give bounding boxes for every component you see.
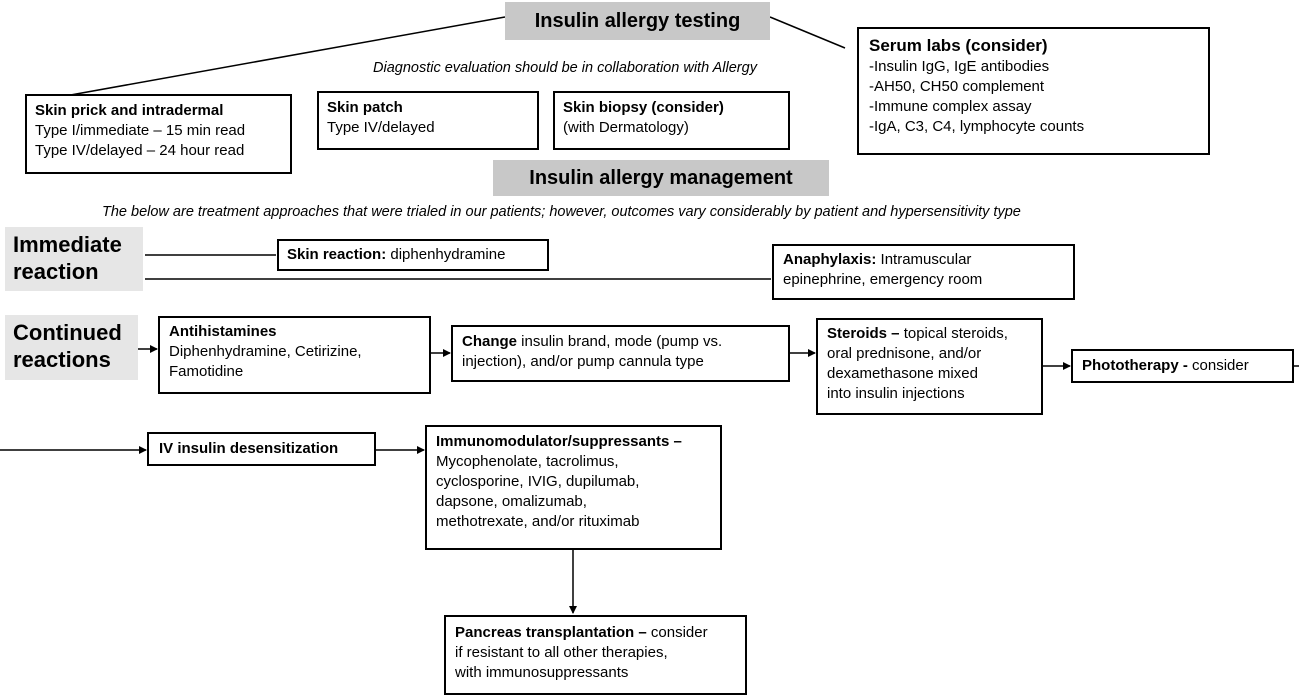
steroids-line4: into insulin injections: [827, 385, 965, 402]
testing-heading: Insulin allergy testing: [505, 2, 770, 40]
connector-testing-to-skin-prick: [64, 16, 506, 97]
serum-labs-title: Serum labs (consider): [869, 36, 1048, 55]
immunomodulator-line: Mycophenolate, tacrolimus,: [436, 453, 619, 470]
pancreas-text: consider: [646, 624, 708, 641]
steroids-bold: Steroids –: [827, 325, 900, 342]
immediate-reaction-label: Immediate reaction: [5, 227, 143, 291]
steroids-text: topical steroids,: [899, 325, 1008, 342]
continued-label-line1: Continued: [13, 320, 122, 345]
immunomodulator-title: Immunomodulator/suppressants –: [436, 433, 682, 450]
serum-labs-item: -IgA, C3, C4, lymphocyte counts: [869, 118, 1085, 135]
skin-prick-box: Skin prick and intradermal Type I/immedi…: [25, 94, 292, 174]
pancreas-line3: with immunosuppressants: [455, 664, 629, 681]
serum-labs-box: Serum labs (consider) -Insulin IgG, IgE …: [857, 27, 1210, 155]
anaphylaxis-box: Anaphylaxis: Intramuscular epinephrine, …: [772, 244, 1075, 300]
change-insulin-box: Change insulin brand, mode (pump vs. inj…: [451, 325, 790, 382]
testing-note: Diagnostic evaluation should be in colla…: [373, 60, 757, 76]
phototherapy-text: consider: [1187, 357, 1249, 374]
pancreas-transplant-box: Pancreas transplantation – consider if r…: [444, 615, 747, 695]
skin-prick-line2: Type IV/delayed – 24 hour read: [35, 142, 245, 159]
skin-patch-title: Skin patch: [327, 99, 403, 116]
management-note: The below are treatment approaches that …: [102, 204, 1021, 220]
connector-testing-to-serum: [769, 16, 846, 49]
skin-patch-line1: Type IV/delayed: [327, 119, 435, 136]
skin-prick-title: Skin prick and intradermal: [35, 102, 224, 119]
immediate-label-line2: reaction: [13, 259, 99, 284]
immunomodulator-line: dapsone, omalizumab,: [436, 493, 587, 510]
change-bold: Change: [462, 333, 518, 350]
immediate-label-line1: Immediate: [13, 232, 122, 257]
skin-reaction-text: diphenhydramine: [386, 246, 506, 263]
skin-biopsy-title: Skin biopsy (consider): [563, 99, 724, 116]
serum-labs-item: -Immune complex assay: [869, 98, 1032, 115]
skin-reaction-bold: Skin reaction:: [287, 246, 387, 263]
immunomodulator-line: cyclosporine, IVIG, dupilumab,: [436, 473, 640, 490]
phototherapy-bold: Phototherapy -: [1082, 357, 1188, 374]
steroids-line2: oral prednisone, and/or: [827, 345, 982, 362]
skin-patch-box: Skin patch Type IV/delayed: [317, 91, 539, 150]
antihistamines-line2: Famotidine: [169, 363, 244, 380]
iv-desensitization-title: IV insulin desensitization: [159, 440, 339, 457]
skin-biopsy-line1: (with Dermatology): [563, 119, 689, 136]
change-line2: injection), and/or pump cannula type: [462, 353, 704, 370]
continued-reactions-label: Continued reactions: [5, 315, 138, 380]
pancreas-line2: if resistant to all other therapies,: [455, 644, 668, 661]
immunomodulator-box: Immunomodulator/suppressants – Mycopheno…: [425, 425, 722, 550]
skin-prick-line1: Type I/immediate – 15 min read: [35, 122, 246, 139]
antihistamines-line1: Diphenhydramine, Cetirizine,: [169, 343, 362, 360]
management-heading: Insulin allergy management: [493, 160, 829, 196]
anaphylaxis-line2: epinephrine, emergency room: [783, 271, 983, 288]
anaphylaxis-text: Intramuscular: [876, 251, 972, 268]
antihistamines-box: Antihistamines Diphenhydramine, Cetirizi…: [158, 316, 431, 394]
pancreas-bold: Pancreas transplantation –: [455, 624, 647, 641]
anaphylaxis-bold: Anaphylaxis:: [783, 251, 877, 268]
phototherapy-box: Phototherapy - consider: [1071, 349, 1294, 383]
skin-biopsy-box: Skin biopsy (consider) (with Dermatology…: [553, 91, 790, 150]
change-text: insulin brand, mode (pump vs.: [517, 333, 723, 350]
immunomodulator-line: methotrexate, and/or rituximab: [436, 513, 640, 530]
skin-reaction-box: Skin reaction: diphenhydramine: [277, 239, 549, 271]
antihistamines-title: Antihistamines: [169, 323, 277, 340]
steroids-line3: dexamethasone mixed: [827, 365, 978, 382]
iv-desensitization-box: IV insulin desensitization: [147, 432, 376, 466]
steroids-box: Steroids – topical steroids, oral predni…: [816, 318, 1043, 415]
serum-labs-item: -AH50, CH50 complement: [869, 78, 1045, 95]
continued-label-line2: reactions: [13, 347, 111, 372]
serum-labs-item: -Insulin IgG, IgE antibodies: [869, 58, 1050, 75]
